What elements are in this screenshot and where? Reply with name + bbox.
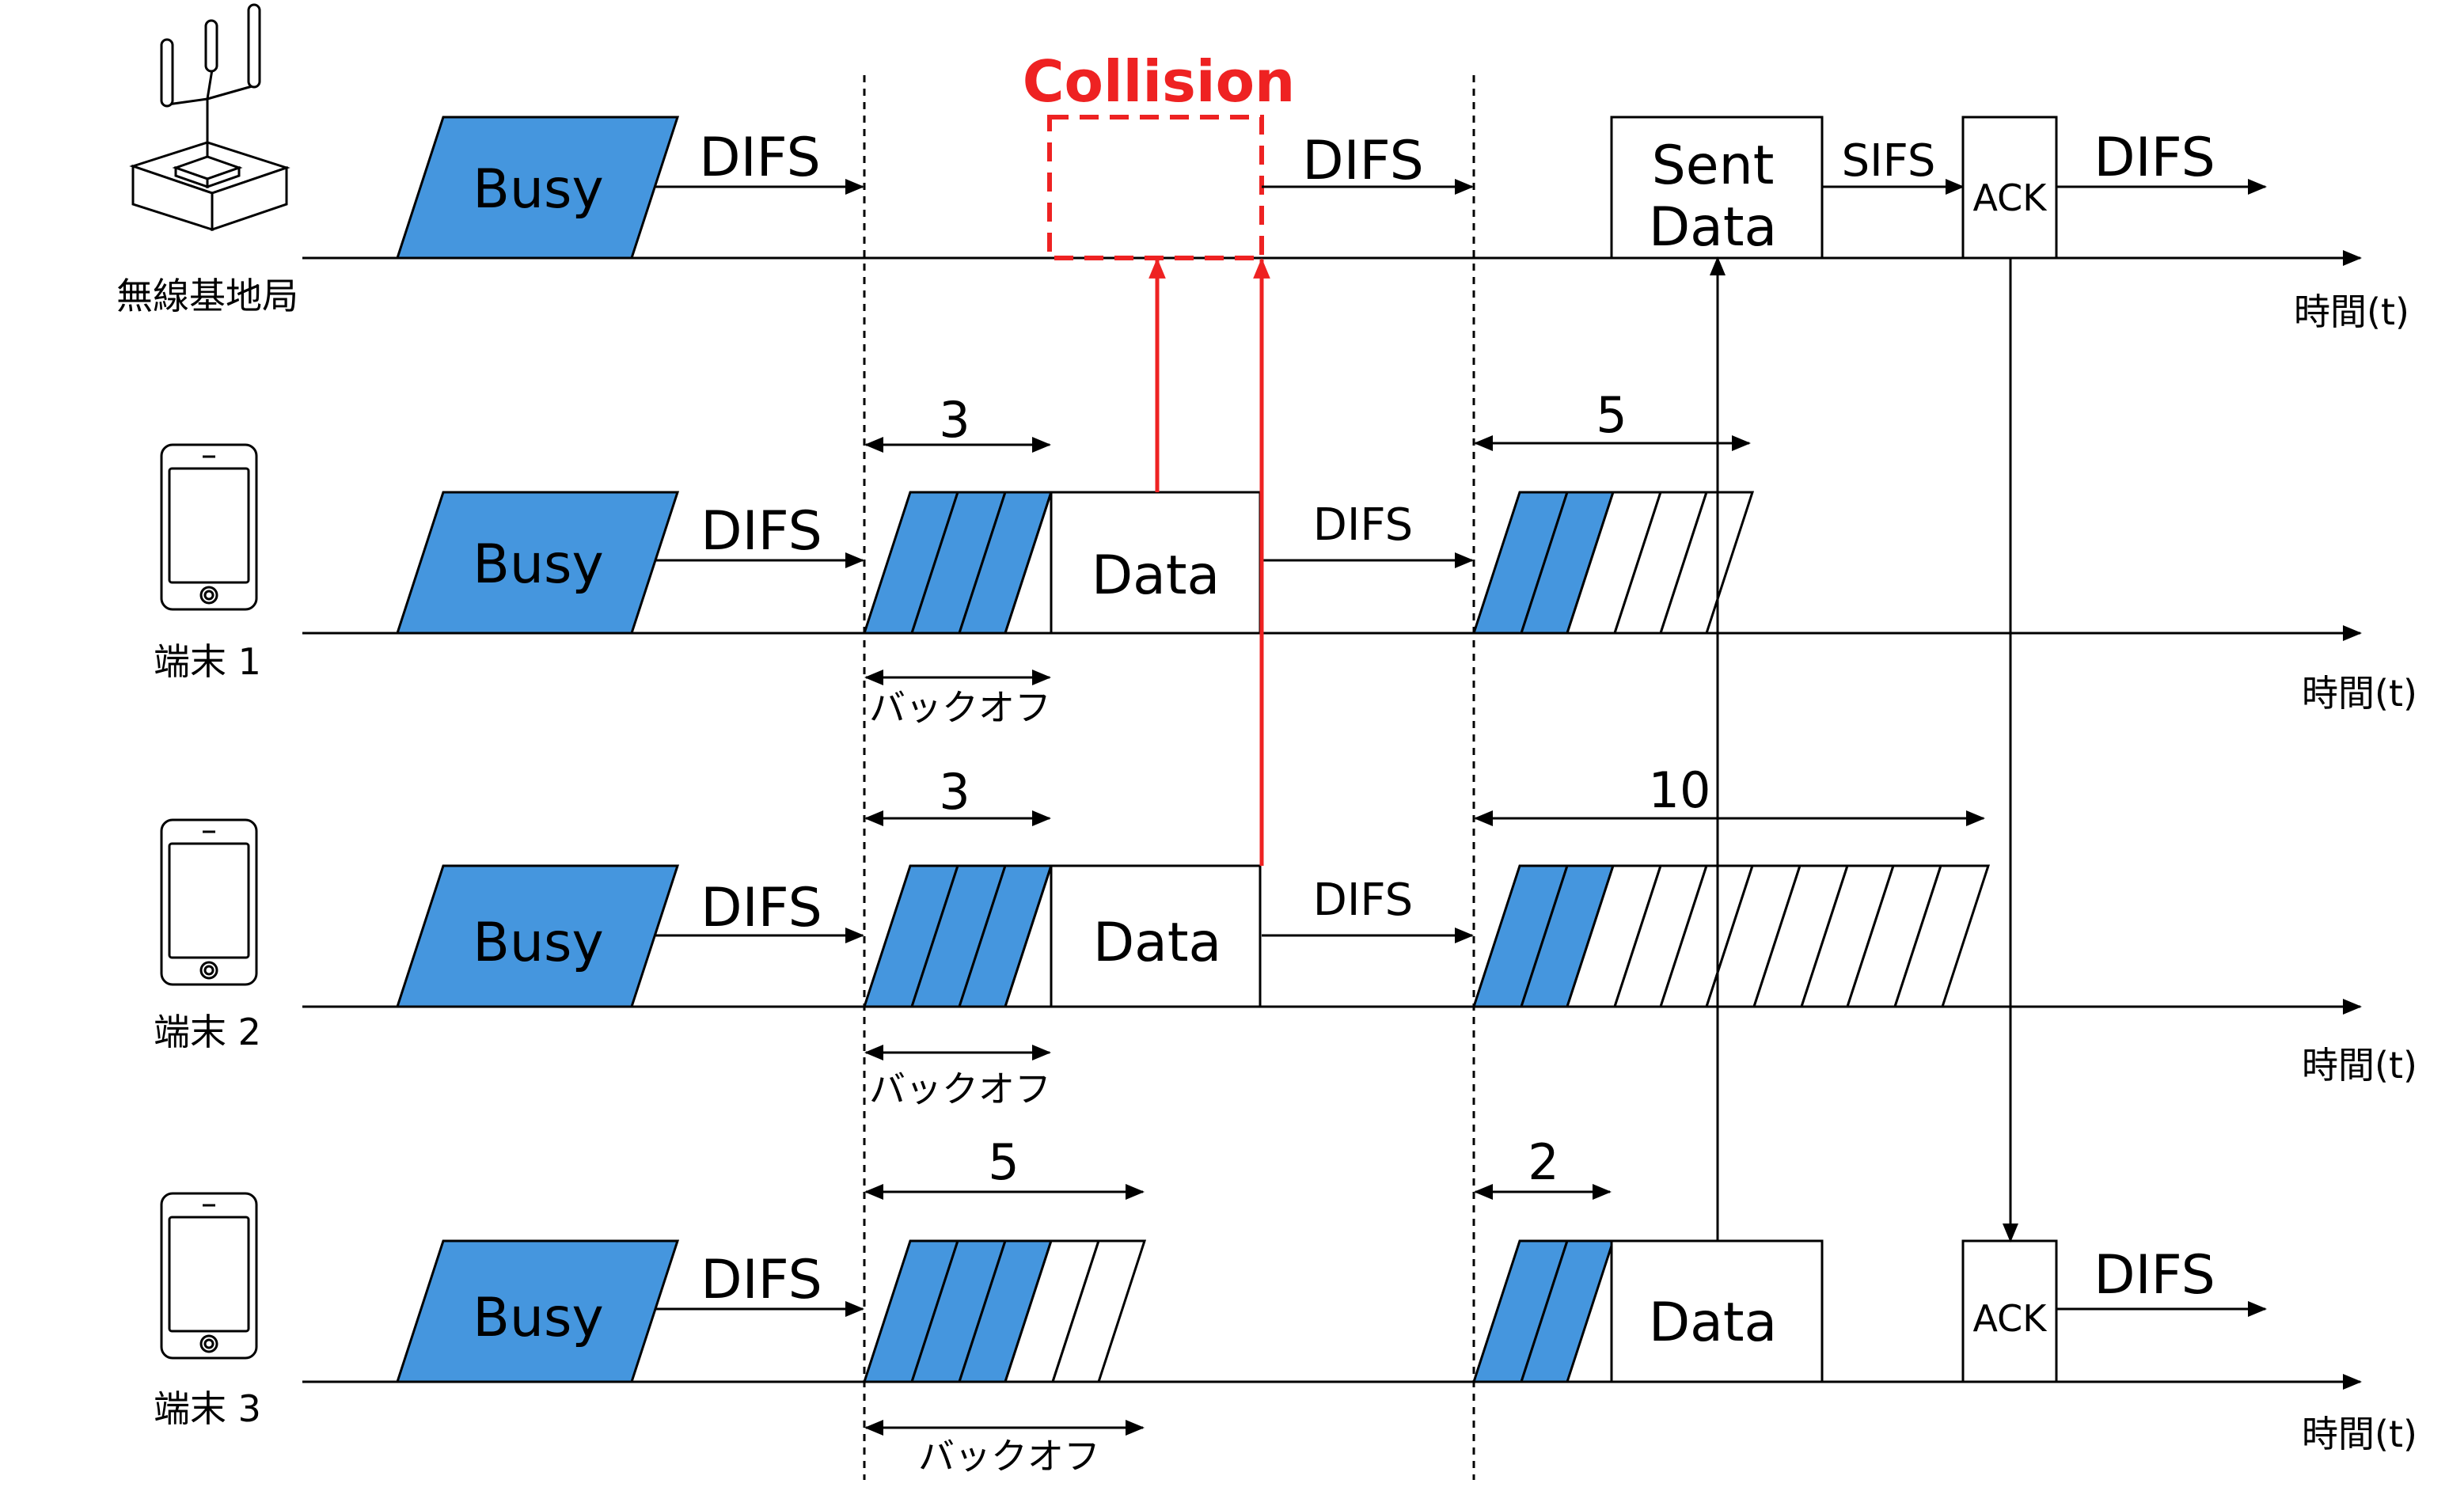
sent-data-box bbox=[1610, 116, 1824, 260]
device-label-base-station: 無線基地局 bbox=[116, 275, 298, 317]
collision-label: Collision bbox=[1023, 48, 1296, 115]
difs-label: DIFS bbox=[1302, 130, 1424, 192]
busy-label: Busy bbox=[473, 1287, 603, 1349]
device-label-terminal-3: 端末 3 bbox=[154, 1387, 261, 1430]
sifs-label: SIFS bbox=[1842, 135, 1936, 187]
busy-block-terminal-3 bbox=[395, 1239, 680, 1383]
data-label: Data bbox=[1093, 912, 1221, 974]
backoff-count: 3 bbox=[939, 391, 970, 449]
backoff-count: 10 bbox=[1649, 761, 1711, 819]
data-box bbox=[1050, 491, 1262, 635]
backoff-label: バックオフ bbox=[869, 686, 1051, 729]
busy-label: Busy bbox=[473, 912, 603, 974]
backoff-slots bbox=[1471, 864, 1991, 1008]
difs-label: DIFS bbox=[1313, 874, 1413, 926]
backoff-count: 3 bbox=[939, 763, 970, 821]
time-label-terminal-2: 時間(t) bbox=[2302, 1044, 2417, 1087]
ack-label: ACK bbox=[1973, 1297, 2048, 1340]
backoff-slots bbox=[862, 864, 1054, 1008]
ack-label: ACK bbox=[1973, 176, 2048, 219]
collision-box bbox=[1047, 115, 1264, 260]
device-label-terminal-1: 端末 1 bbox=[154, 640, 261, 683]
data-label: Data bbox=[1092, 544, 1220, 607]
backoff-slots bbox=[862, 491, 1054, 635]
time-label-terminal-3: 時間(t) bbox=[2302, 1413, 2417, 1455]
backoff-slots bbox=[862, 1239, 1147, 1383]
difs-label: DIFS bbox=[699, 127, 821, 189]
ack-box bbox=[1961, 116, 2058, 260]
busy-label: Busy bbox=[473, 158, 603, 221]
backoff-label: バックオフ bbox=[869, 1068, 1051, 1110]
busy-block-base-station bbox=[395, 116, 680, 260]
time-label-terminal-1: 時間(t) bbox=[2302, 672, 2417, 715]
backoff-count: 5 bbox=[988, 1133, 1019, 1191]
busy-label: Busy bbox=[473, 533, 603, 596]
time-label-base-station: 時間(t) bbox=[2294, 290, 2409, 333]
backoff-slots bbox=[1471, 1239, 1615, 1383]
backoff-slots bbox=[1471, 491, 1755, 635]
backoff-label: バックオフ bbox=[918, 1435, 1100, 1478]
backoff-count: 5 bbox=[1596, 386, 1627, 444]
busy-block-terminal-2 bbox=[395, 864, 680, 1008]
smartphone-icon bbox=[160, 818, 258, 986]
backoff-count: 2 bbox=[1528, 1133, 1559, 1191]
sent-data-label: Sent bbox=[1652, 135, 1775, 197]
data-label: Data bbox=[1649, 1292, 1777, 1354]
difs-label: DIFS bbox=[700, 500, 822, 563]
difs-label: DIFS bbox=[2094, 1244, 2215, 1307]
sent-data-label: Data bbox=[1649, 196, 1777, 259]
difs-label: DIFS bbox=[700, 877, 822, 939]
difs-label: DIFS bbox=[2094, 127, 2215, 189]
data-box bbox=[1050, 864, 1262, 1008]
device-label-terminal-2: 端末 2 bbox=[154, 1011, 261, 1053]
difs-label: DIFS bbox=[700, 1249, 822, 1311]
difs-label: DIFS bbox=[1313, 499, 1413, 551]
antenna-base-station-icon bbox=[129, 3, 290, 232]
smartphone-icon bbox=[160, 443, 258, 611]
smartphone-icon bbox=[160, 1192, 258, 1360]
data-box bbox=[1610, 1239, 1824, 1383]
busy-block-terminal-1 bbox=[395, 491, 680, 635]
